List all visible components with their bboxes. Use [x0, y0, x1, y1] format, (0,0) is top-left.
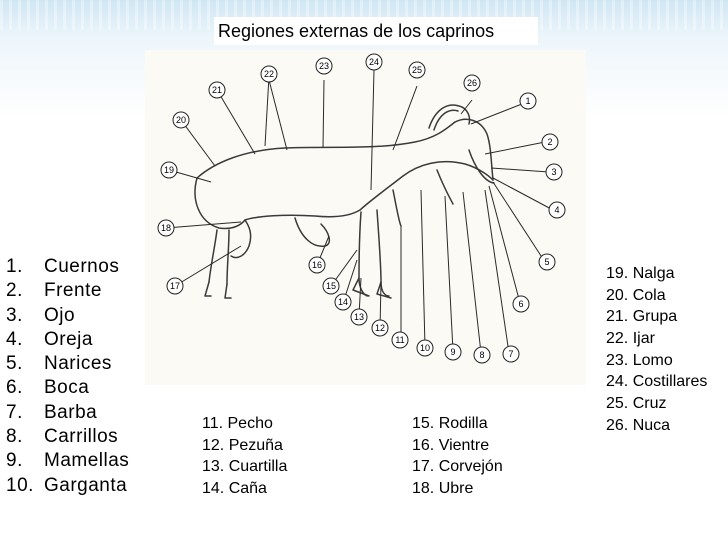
- list-item: 12. Pezuña: [202, 436, 283, 454]
- list-item: 4.Oreja: [6, 328, 93, 350]
- svg-text:18: 18: [161, 223, 171, 233]
- list-item: 8.Carrillos: [6, 426, 119, 448]
- list-item: 19. Nalga: [606, 265, 675, 282]
- number-markers: 1 2 3 4 5 6 7 8 9 10 11 12 13 14 15 16 1…: [157, 53, 566, 364]
- svg-text:25: 25: [412, 65, 422, 75]
- marker-3: 3: [545, 163, 563, 181]
- marker-24: 24: [365, 53, 383, 71]
- marker-9: 9: [444, 343, 462, 361]
- svg-text:17: 17: [170, 281, 180, 291]
- svg-text:2: 2: [547, 137, 552, 147]
- svg-text:26: 26: [467, 78, 477, 88]
- svg-text:16: 16: [312, 260, 322, 270]
- page-title: Regiones externas de los caprinos: [214, 17, 538, 45]
- marker-20: 20: [172, 111, 190, 129]
- svg-text:23: 23: [319, 61, 329, 71]
- marker-17: 17: [166, 277, 184, 295]
- marker-4: 4: [548, 201, 566, 219]
- svg-text:4: 4: [554, 205, 559, 215]
- svg-text:13: 13: [354, 312, 364, 322]
- marker-13: 13: [350, 308, 368, 326]
- list-item: 3.Ojo: [6, 304, 76, 326]
- marker-7: 7: [502, 345, 520, 363]
- list-item: 11. Pecho: [202, 415, 273, 432]
- list-item: 23. Lomo: [606, 351, 673, 369]
- goat-diagram: 1 2 3 4 5 6 7 8 9 10 11 12 13 14 15 16 1…: [145, 50, 586, 385]
- list-item: 20. Cola: [606, 286, 666, 304]
- marker-2: 2: [541, 133, 559, 151]
- list-item: 15. Rodilla: [412, 415, 488, 432]
- list-item: 10.Garganta: [6, 474, 128, 496]
- left-legend-list: 1.Cuernos 2.Frente 3.Ojo 4.Oreja 5.Naric…: [6, 255, 129, 498]
- svg-text:9: 9: [450, 347, 455, 357]
- list-item: 16. Vientre: [412, 436, 490, 454]
- legend-column-2: 15. Rodilla 16. Vientre 17. Corvejón 18.…: [412, 413, 503, 500]
- marker-26: 26: [463, 74, 481, 92]
- list-item: 7.Barba: [6, 401, 98, 423]
- svg-text:19: 19: [164, 165, 174, 175]
- svg-text:11: 11: [395, 335, 404, 345]
- svg-text:8: 8: [479, 350, 484, 360]
- list-item: 25. Cruz: [606, 395, 667, 413]
- list-item: 1.Cuernos: [6, 256, 120, 277]
- leader-lines: [165, 75, 554, 354]
- svg-text:20: 20: [176, 115, 186, 125]
- list-item: 6.Boca: [6, 377, 90, 399]
- svg-text:15: 15: [326, 281, 336, 291]
- svg-text:22: 22: [264, 69, 274, 79]
- svg-text:14: 14: [338, 297, 348, 307]
- marker-11: 11: [391, 331, 409, 349]
- list-item: 14. Caña: [202, 480, 267, 498]
- svg-text:10: 10: [420, 343, 430, 353]
- svg-text:24: 24: [369, 57, 379, 67]
- svg-text:6: 6: [518, 299, 523, 309]
- legend-column-3: 19. Nalga 20. Cola 21. Grupa 22. Ijar 23…: [606, 263, 707, 437]
- marker-21: 21: [208, 81, 226, 99]
- marker-14: 14: [334, 293, 352, 311]
- marker-18: 18: [157, 219, 175, 237]
- list-item: 17. Corvejón: [412, 458, 503, 476]
- marker-5: 5: [538, 253, 556, 271]
- svg-text:12: 12: [375, 323, 385, 333]
- marker-10: 10: [416, 339, 434, 357]
- marker-23: 23: [315, 57, 333, 75]
- goat-drawing: 1 2 3 4 5 6 7 8 9 10 11 12 13 14 15 16 1…: [157, 53, 566, 364]
- marker-25: 25: [408, 61, 426, 79]
- svg-text:21: 21: [212, 85, 222, 95]
- goat-outline: [194, 104, 495, 299]
- svg-text:7: 7: [508, 349, 513, 359]
- legend-column-1: 11. Pecho 12. Pezuña 13. Cuartilla 14. C…: [202, 413, 287, 500]
- list-item: 18. Ubre: [412, 480, 474, 498]
- marker-22: 22: [260, 65, 278, 83]
- list-item: 13. Cuartilla: [202, 458, 288, 476]
- marker-19: 19: [160, 161, 178, 179]
- list-item: 2.Frente: [6, 280, 102, 302]
- svg-text:3: 3: [551, 167, 556, 177]
- list-item: 9.Mamellas: [6, 450, 130, 472]
- marker-8: 8: [473, 346, 491, 364]
- list-item: 21. Grupa: [606, 308, 678, 326]
- list-item: 5.Narices: [6, 353, 112, 375]
- svg-text:5: 5: [544, 257, 549, 267]
- marker-12: 12: [371, 319, 389, 337]
- marker-15: 15: [322, 277, 340, 295]
- svg-text:1: 1: [525, 96, 530, 106]
- marker-1: 1: [519, 92, 537, 110]
- list-item: 26. Nuca: [606, 416, 671, 434]
- marker-16: 16: [308, 256, 326, 274]
- marker-6: 6: [512, 295, 530, 313]
- list-item: 22. Ijar: [606, 330, 655, 348]
- list-item: 24. Costillares: [606, 373, 708, 391]
